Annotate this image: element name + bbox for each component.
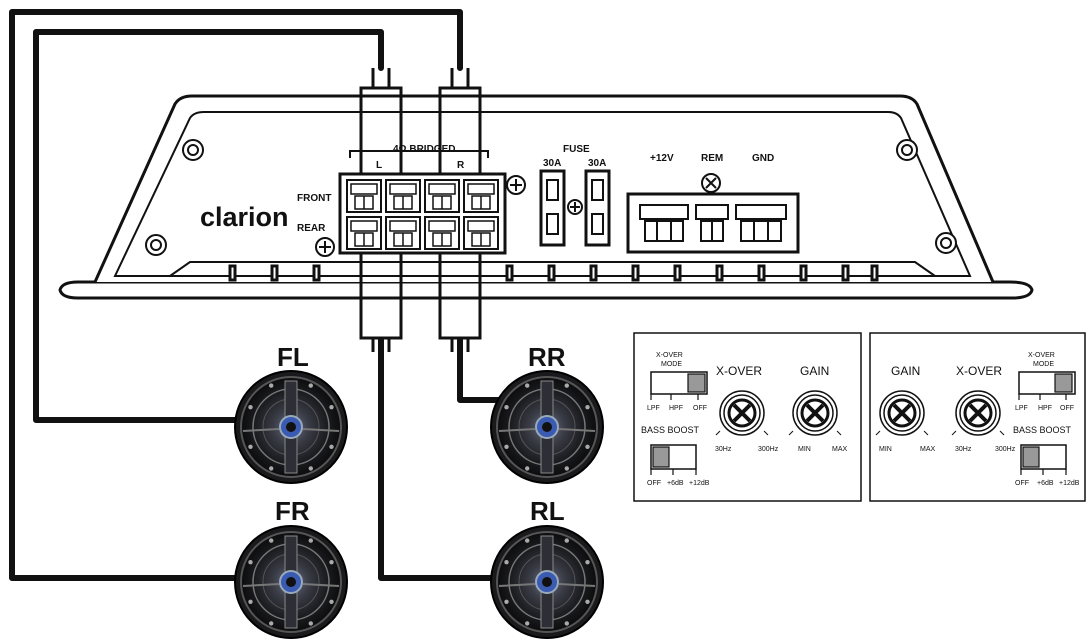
control-panel-right: GAIN X-OVER MIN MAX 30Hz 300Hz X-OVER MO… [869,332,1086,502]
mounting-screws [145,139,957,256]
speaker-terminal [385,179,421,213]
channel-r-label: R [457,160,465,171]
speaker-terminal-block [338,172,507,255]
left-xover-mode-opt-off: OFF [693,405,707,412]
right-xover-max: 300Hz [995,446,1016,453]
bridged-label: 4Ω BRIDGED [393,144,455,155]
left-bass-boost-title: BASS BOOST [641,425,700,435]
speaker-fr-label: FR [275,496,310,526]
left-bass-opt-12db: +12dB [689,480,710,487]
speaker-terminal [463,179,499,213]
right-bass-opt-6db: +6dB [1037,480,1054,487]
left-bass-opt-off: OFF [647,480,661,487]
left-xover-mode-opt-hpf: HPF [669,405,683,412]
speaker-terminal [424,216,460,250]
power-terminal-block [626,192,800,254]
rem-screw [701,173,721,193]
amplifier: clarion FRONT REAR 4Ω BRIDGED L R FUSE 3… [58,94,1034,300]
power-rem-label: REM [701,153,723,164]
right-xover-mode-title-1: X-OVER [1028,352,1055,359]
wire-connectors [359,68,482,352]
left-gain-min: MIN [798,446,811,453]
terminal-screw [506,175,526,195]
left-xover-mode-switch[interactable] [650,371,708,400]
front-label: FRONT [297,193,331,204]
right-xover-mode-opt-hpf: HPF [1038,405,1052,412]
wire-rr [457,337,503,403]
rear-screw [315,237,335,257]
left-gain-knob-label: GAIN [800,364,829,378]
right-xover-mode-opt-off: OFF [1060,405,1074,412]
right-xover-mode-title-2: MODE [1033,361,1054,368]
right-gain-knob[interactable] [875,390,929,436]
right-xover-mode-opt-lpf: LPF [1015,405,1028,412]
speaker-wires [9,9,503,581]
cooling-fins [228,264,879,282]
bridged-bracket [349,150,489,158]
fuse-1-rating: 30A [543,158,561,169]
left-xover-mode-title-1: X-OVER [656,352,683,359]
speaker-fl-label: FL [277,342,309,372]
speaker-fr [234,525,348,639]
wire-fl [33,29,384,423]
left-xover-knob[interactable] [715,390,769,436]
right-gain-knob-label: GAIN [891,364,920,378]
right-xover-mode-switch[interactable] [1018,371,1076,400]
power-gnd-label: GND [752,153,774,164]
control-panel-left: X-OVER MODE LPF HPF OFF BASS BOOST OFF +… [633,332,862,502]
speaker-rl-label: RL [530,496,565,526]
left-xover-mode-title-2: MODE [661,361,682,368]
right-xover-knob[interactable] [951,390,1005,436]
left-xover-mode-opt-lpf: LPF [647,405,660,412]
speaker-terminal [463,216,499,250]
channel-l-label: L [376,160,382,171]
right-xover-min: 30Hz [955,446,972,453]
left-gain-knob[interactable] [788,390,842,436]
speaker-terminal [346,216,382,250]
brand-logo: clarion [200,202,289,232]
left-bass-boost-switch[interactable] [650,444,697,475]
right-gain-max: MAX [920,446,936,453]
wire-fr [9,9,463,581]
speaker-rl [490,525,604,639]
right-bass-boost-title: BASS BOOST [1013,425,1072,435]
left-xover-min: 30Hz [715,446,732,453]
speaker-rr-label: RR [528,342,566,372]
wire-rl [378,337,503,581]
speaker-fl [234,370,348,484]
rear-label: REAR [297,223,326,234]
fuse-2 [584,169,611,247]
speaker-terminal [385,216,421,250]
speaker-rr [490,370,604,484]
fuse-screw [567,199,583,215]
right-xover-knob-label: X-OVER [956,364,1002,378]
speaker-terminal [346,179,382,213]
right-bass-opt-12db: +12dB [1059,480,1080,487]
right-bass-opt-off: OFF [1015,480,1029,487]
right-bass-boost-switch[interactable] [1020,444,1067,475]
left-bass-opt-6db: +6dB [667,480,684,487]
left-gain-max: MAX [832,446,848,453]
speaker-terminal [424,179,460,213]
fuse-1 [539,169,566,247]
power-12v-label: +12V [650,153,674,164]
right-gain-min: MIN [879,446,892,453]
fuse-label: FUSE [563,144,590,155]
fuse-2-rating: 30A [588,158,606,169]
amp-base [58,280,1034,300]
left-xover-knob-label: X-OVER [716,364,762,378]
left-xover-max: 300Hz [758,446,779,453]
